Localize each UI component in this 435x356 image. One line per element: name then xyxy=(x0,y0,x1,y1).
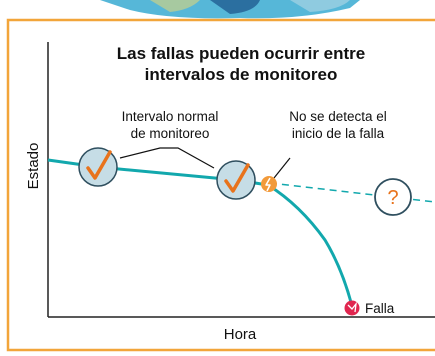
interval-annotation-line-2: de monitoreo xyxy=(131,126,210,141)
failure-icon xyxy=(344,300,360,316)
undetected-annotation-line-1: No se detecta el xyxy=(289,109,387,124)
check-mark-icon xyxy=(216,160,256,200)
interval-annotation-line-1: Intervalo normal xyxy=(122,109,219,124)
spark-icon xyxy=(261,176,277,192)
frame-border xyxy=(6,18,435,352)
diagram-title-line-1: Las fallas pueden ocurrir entre xyxy=(117,44,365,63)
question-icon: ? xyxy=(374,178,412,216)
check-mark-icon xyxy=(78,147,118,187)
x-axis-label: Hora xyxy=(224,326,257,343)
y-axis-label: Estado xyxy=(25,143,42,190)
top-banner xyxy=(0,0,435,20)
failure-label: Falla xyxy=(365,301,395,316)
question-mark: ? xyxy=(387,187,398,209)
undetected-pointer-line xyxy=(273,157,291,179)
interval-pointer-lines xyxy=(119,147,215,169)
undetected-annotation-line-2: inicio de la falla xyxy=(292,126,385,141)
diagram-title-line-2: intervalos de monitoreo xyxy=(145,65,338,84)
